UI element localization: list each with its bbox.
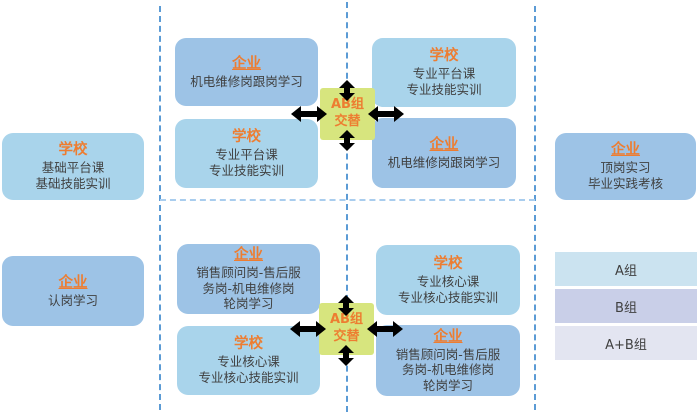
stage-line: 轮岗学习 — [422, 377, 473, 393]
stage-line: 销售顾问岗-售后服 — [395, 346, 501, 362]
stage-line: 机电维修岗跟岗学习 — [387, 154, 501, 170]
stage-line: 务岗-机电维修岗 — [202, 280, 295, 296]
stage-line: 务岗-机电维修岗 — [401, 362, 494, 378]
stage-header: 学校 — [232, 129, 261, 146]
stage-header: 学校 — [429, 48, 459, 65]
stage-header: 企业 — [58, 274, 88, 291]
double-arrow-icon — [367, 321, 403, 337]
double-arrow-icon — [338, 295, 354, 316]
stage-line: 专业核心课 — [416, 273, 480, 289]
stage-header: 企业 — [611, 142, 640, 159]
stage-header: 学校 — [58, 142, 88, 159]
stage-bottom-right-enterprise: 企业 销售顾问岗-售后服 务岗-机电维修岗 轮岗学习 — [376, 325, 520, 396]
legend-label: B组 — [615, 300, 637, 316]
stage-header: 企业 — [232, 55, 261, 72]
exchange-badge-top: AB组 交替 — [320, 88, 375, 140]
phase-divider-middle — [346, 2, 348, 412]
stage-header: 学校 — [433, 255, 463, 272]
double-arrow-icon — [291, 106, 327, 122]
exchange-label: 交替 — [334, 114, 361, 129]
stage-line: 专业技能实训 — [406, 82, 482, 98]
exchange-label: 交替 — [333, 329, 360, 344]
stage-left-school: 学校 基础平台课 基础技能实训 — [2, 133, 144, 200]
phase-divider-left — [159, 6, 161, 410]
stage-left-enterprise: 企业 认岗学习 — [2, 256, 144, 326]
exchange-label: AB组 — [331, 97, 364, 113]
stage-line: 专业平台课 — [412, 66, 476, 82]
stage-line: 基础技能实训 — [35, 176, 111, 192]
stage-line: 机电维修岗跟岗学习 — [190, 73, 303, 89]
stage-bottom-right-school: 学校 专业核心课 专业核心技能实训 — [376, 245, 520, 315]
stage-line: 毕业实践考核 — [587, 176, 663, 192]
stage-line: 专业核心课 — [217, 354, 280, 370]
stage-header: 企业 — [429, 136, 459, 153]
double-arrow-icon — [290, 321, 326, 337]
stage-line: 基础平台课 — [41, 160, 105, 176]
stage-header: 学校 — [234, 336, 263, 353]
group-legend: A组 B组 A+B组 — [555, 252, 697, 363]
legend-label: A组 — [615, 263, 637, 279]
stage-line: 专业平台课 — [215, 147, 278, 163]
double-arrow-icon — [368, 106, 404, 122]
exchange-label: AB组 — [330, 312, 363, 328]
stage-mid-left-school: 学校 专业平台课 专业技能实训 — [175, 119, 318, 188]
double-arrow-icon — [339, 80, 355, 101]
legend-label: A+B组 — [605, 337, 647, 353]
stage-header: 企业 — [433, 328, 463, 345]
phase-divider-right — [534, 6, 536, 410]
stage-bottom-left-enterprise: 企业 销售顾问岗-售后服 务岗-机电维修岗 轮岗学习 — [177, 244, 320, 314]
stage-right-enterprise: 企业 顶岗实习 毕业实践考核 — [555, 133, 696, 200]
stage-line: 顶岗实习 — [600, 160, 651, 176]
legend-row-group-b: B组 — [555, 289, 697, 323]
stage-line: 专业核心技能实训 — [198, 370, 299, 386]
stage-line: 专业技能实训 — [208, 163, 284, 179]
group-divider-horizontal — [160, 199, 535, 201]
stage-mid-left-enterprise: 企业 机电维修岗跟岗学习 — [175, 38, 318, 106]
stage-line: 销售顾问岗-售后服 — [196, 265, 301, 281]
legend-row-group-a: A组 — [555, 252, 697, 286]
double-arrow-icon — [338, 345, 354, 366]
double-arrow-icon — [339, 130, 355, 151]
stage-line: 专业核心技能实训 — [397, 289, 498, 305]
stage-mid-right-school: 学校 专业平台课 专业技能实训 — [372, 38, 516, 107]
stage-mid-right-enterprise: 企业 机电维修岗跟岗学习 — [372, 118, 516, 188]
stage-header: 企业 — [234, 247, 263, 263]
stage-bottom-left-school: 学校 专业核心课 专业核心技能实训 — [177, 326, 320, 395]
stage-line: 轮岗学习 — [223, 296, 274, 312]
legend-row-group-ab: A+B组 — [555, 326, 697, 360]
stage-line: 认岗学习 — [47, 292, 98, 308]
